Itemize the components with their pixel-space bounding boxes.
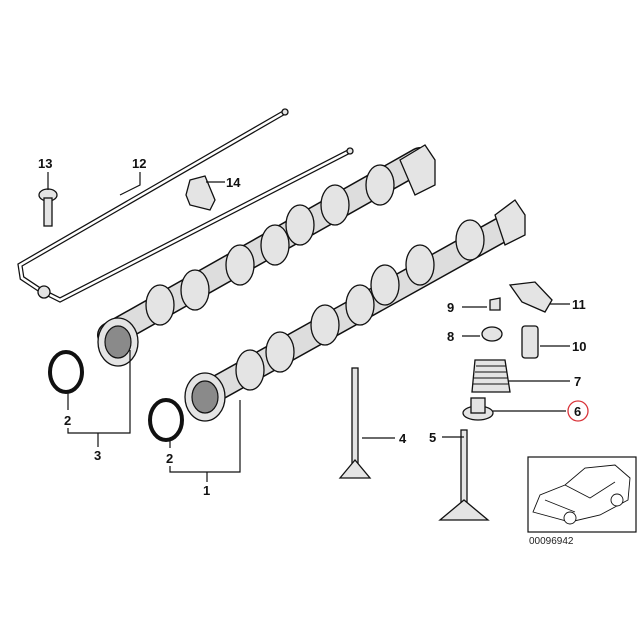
label-14[interactable]: 14: [226, 175, 241, 190]
spring-retainer[interactable]: [481, 326, 503, 342]
label-1[interactable]: 1: [203, 483, 210, 498]
seal-ring-upper[interactable]: [48, 350, 84, 394]
vehicle-inset: [527, 456, 637, 533]
valve-4[interactable]: [338, 367, 372, 479]
valve-5[interactable]: [438, 429, 490, 521]
highlight-circle: [567, 400, 589, 422]
oil-pipe[interactable]: [17, 108, 354, 303]
pipe-bracket[interactable]: [185, 175, 216, 211]
label-4[interactable]: 4: [399, 431, 407, 446]
valve-spring[interactable]: [471, 359, 511, 393]
camshaft-lower[interactable]: [184, 199, 526, 422]
label-2-lower[interactable]: 2: [166, 451, 173, 466]
label-5[interactable]: 5: [429, 430, 436, 445]
label-9[interactable]: 9: [447, 300, 454, 315]
label-6[interactable]: 6: [574, 404, 581, 419]
hydraulic-lifter[interactable]: [521, 325, 539, 359]
label-13[interactable]: 13: [38, 156, 52, 171]
label-8[interactable]: 8: [447, 329, 454, 344]
label-12[interactable]: 12: [132, 156, 146, 171]
label-7[interactable]: 7: [574, 374, 581, 389]
label-2-upper[interactable]: 2: [64, 413, 71, 428]
valve-stem-seal[interactable]: [462, 397, 494, 421]
leader-lines: [47, 172, 570, 482]
label-3[interactable]: 3: [94, 448, 101, 463]
rocker-arm[interactable]: [508, 281, 553, 313]
seal-ring-lower[interactable]: [148, 398, 184, 442]
label-11[interactable]: 11: [572, 297, 586, 312]
diagram-code: 00096942: [529, 536, 574, 547]
label-10[interactable]: 10: [572, 339, 586, 354]
camshaft-upper[interactable]: [97, 144, 436, 367]
bolt[interactable]: [38, 188, 58, 227]
valve-cotter[interactable]: [489, 297, 501, 311]
